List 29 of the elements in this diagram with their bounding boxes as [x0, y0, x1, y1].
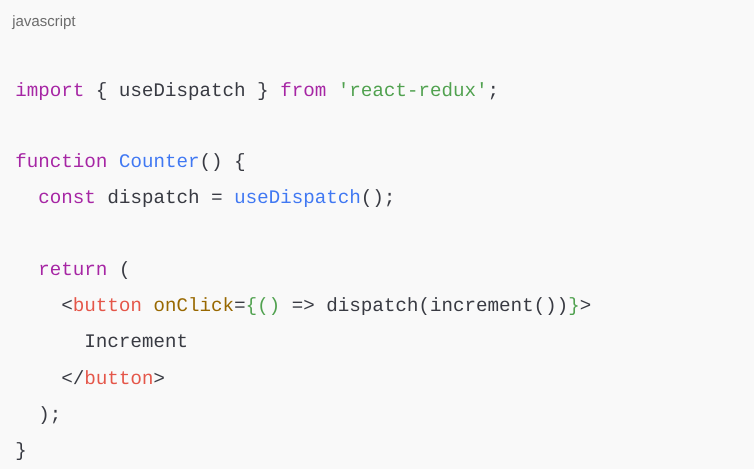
code-text: const: [39, 190, 94, 204]
language-label: javascript: [12, 15, 76, 30]
code-text: button: [86, 370, 152, 384]
code-text: ();: [364, 189, 392, 207]
code-text: return: [40, 262, 106, 276]
code-text: => dispatch(increment()): [292, 297, 565, 315]
code-text: {(): [248, 297, 277, 315]
code-text: </: [62, 370, 84, 384]
code-text: button: [74, 297, 140, 312]
code-text: dispatch =: [108, 189, 222, 207]
code-text: useDispatch: [236, 189, 360, 207]
code-text: >: [580, 300, 590, 310]
code-text: <: [62, 300, 72, 310]
code-text: =: [235, 302, 245, 308]
code-text: );: [41, 406, 58, 424]
code-text: }: [16, 442, 25, 460]
code-text: ;: [490, 86, 495, 100]
code-text: from: [282, 82, 326, 96]
code-text: (: [122, 261, 128, 279]
code-text: >: [154, 372, 164, 383]
code-text: import: [16, 82, 82, 100]
code-text: Counter: [120, 154, 198, 168]
code-text: function: [16, 153, 106, 168]
code-text: 'react-redux': [342, 82, 483, 96]
code-text: () {: [202, 153, 244, 171]
code-text: onClick: [154, 297, 234, 312]
code-text: Increment: [86, 334, 186, 348]
code-text: { useDispatch }: [98, 82, 266, 100]
code-text: }: [570, 297, 578, 315]
